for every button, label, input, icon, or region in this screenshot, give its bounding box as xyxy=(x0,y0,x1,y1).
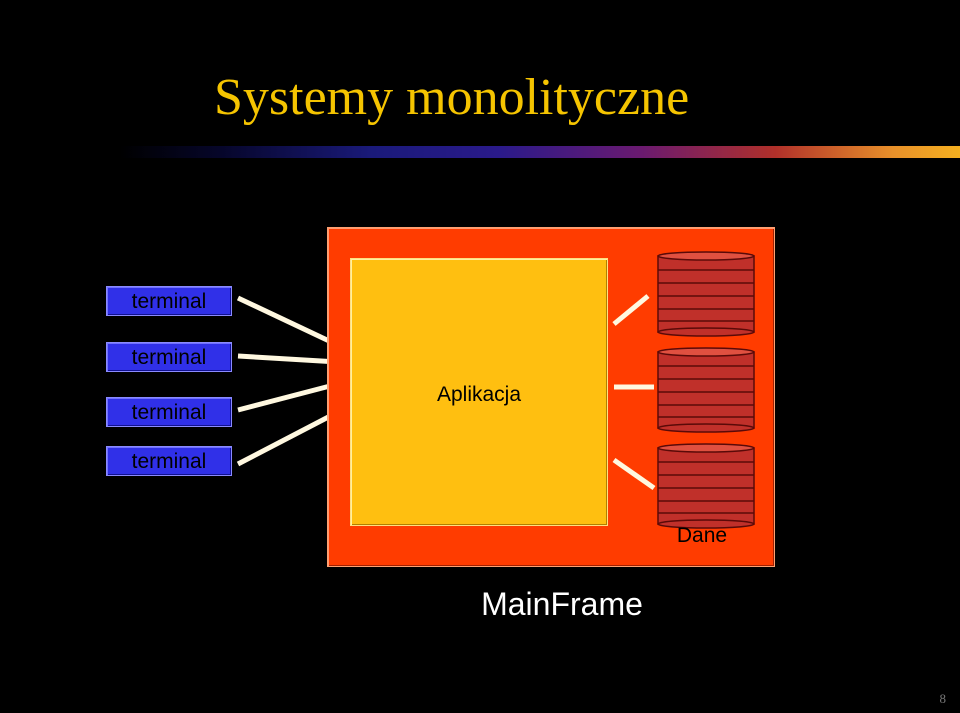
disk-1 xyxy=(657,251,755,337)
disk-3 xyxy=(657,443,755,529)
mainframe-label: MainFrame xyxy=(481,586,643,622)
title-gradient-rule xyxy=(120,146,960,158)
wire-terminal-2 xyxy=(237,353,339,365)
wire-terminal-3 xyxy=(237,383,331,413)
disk-2 xyxy=(657,347,755,433)
wire-terminal-1 xyxy=(236,295,346,351)
application-box: Aplikacja xyxy=(350,258,608,526)
application-label: Aplikacja xyxy=(436,383,522,406)
terminal-3: terminal xyxy=(106,397,232,427)
terminal-2: terminal xyxy=(106,342,232,372)
terminal-4: terminal xyxy=(106,446,232,476)
data-label: Dane xyxy=(676,524,728,547)
page-number: 8 xyxy=(939,691,947,706)
terminal-1: terminal xyxy=(106,286,232,316)
wire-disk-1 xyxy=(612,294,650,326)
slide-title: Systemy monolityczne xyxy=(214,69,690,126)
wire-terminal-4 xyxy=(236,409,340,467)
wire-disk-3 xyxy=(612,457,656,491)
